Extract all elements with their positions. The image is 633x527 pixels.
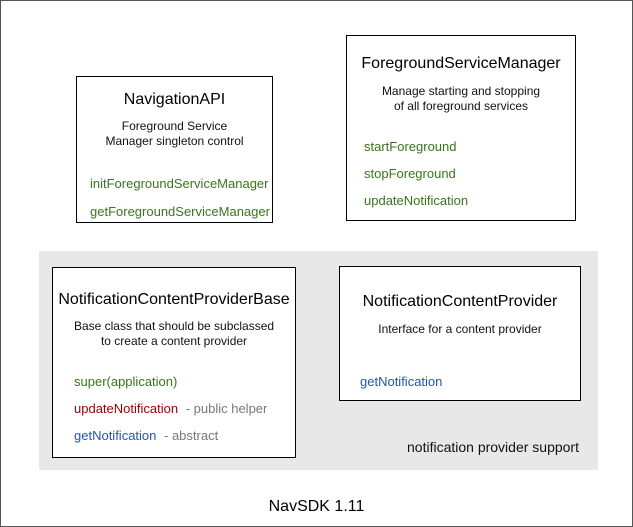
method-stop-foreground: stopForeground bbox=[364, 166, 456, 181]
class-box-notification-content-provider-base: NotificationContentProviderBase Base cla… bbox=[52, 267, 296, 458]
class-box-navigation-api: NavigationAPI Foreground Service Manager… bbox=[76, 76, 273, 223]
method-name: super(application) bbox=[74, 374, 178, 389]
method-annotation: - public helper bbox=[185, 401, 268, 416]
description-line: Base class that should be subclassed bbox=[73, 319, 275, 333]
method-name: getNotification bbox=[74, 428, 157, 443]
method-super-application: super(application) bbox=[74, 375, 295, 388]
method-init-foreground-service-manager: initForegroundServiceManager bbox=[90, 176, 269, 191]
class-box-foreground-service-manager: ForegroundServiceManager Manage starting… bbox=[346, 35, 576, 221]
class-description: Base class that should be subclassed to … bbox=[53, 319, 295, 349]
method-update-notification: updateNotification bbox=[364, 193, 469, 208]
description-line: to create a content provider bbox=[100, 334, 248, 348]
method-update-notification: updateNotification - public helper bbox=[74, 402, 295, 415]
class-description: Interface for a content provider bbox=[340, 322, 580, 337]
class-description: Manage starting and stopping of all fore… bbox=[347, 84, 575, 114]
class-title-notification-content-provider-base: NotificationContentProviderBase bbox=[58, 291, 290, 308]
method-list: getNotification bbox=[340, 375, 580, 388]
description-line: Foreground Service bbox=[121, 119, 228, 133]
method-list: initForegroundServiceManager getForegrou… bbox=[77, 177, 272, 218]
description-line: Interface for a content provider bbox=[378, 322, 542, 336]
panel-label: notification provider support bbox=[407, 439, 579, 455]
sdk-version-label: NavSDK 1.11 bbox=[268, 498, 365, 515]
class-title-notification-content-provider: NotificationContentProvider bbox=[362, 293, 558, 310]
description-line: of all foreground services bbox=[393, 99, 529, 113]
method-get-notification: getNotification bbox=[360, 374, 443, 389]
method-name: updateNotification bbox=[74, 401, 179, 416]
method-annotation: - abstract bbox=[164, 428, 219, 443]
class-description: Foreground Service Manager singleton con… bbox=[77, 119, 272, 149]
description-line: Manage starting and stopping bbox=[381, 84, 541, 98]
class-title-navigation-api: NavigationAPI bbox=[123, 91, 226, 108]
class-title-foreground-service-manager: ForegroundServiceManager bbox=[361, 55, 561, 72]
method-start-foreground: startForeground bbox=[364, 139, 457, 154]
class-box-notification-content-provider: NotificationContentProvider Interface fo… bbox=[339, 266, 581, 401]
description-line: Manager singleton control bbox=[105, 134, 244, 148]
method-list: super(application) updateNotification - … bbox=[53, 375, 295, 442]
method-get-foreground-service-manager: getForegroundServiceManager bbox=[90, 204, 270, 219]
method-list: startForeground stopForeground updateNot… bbox=[347, 140, 575, 207]
method-get-notification: getNotification - abstract bbox=[74, 429, 295, 442]
